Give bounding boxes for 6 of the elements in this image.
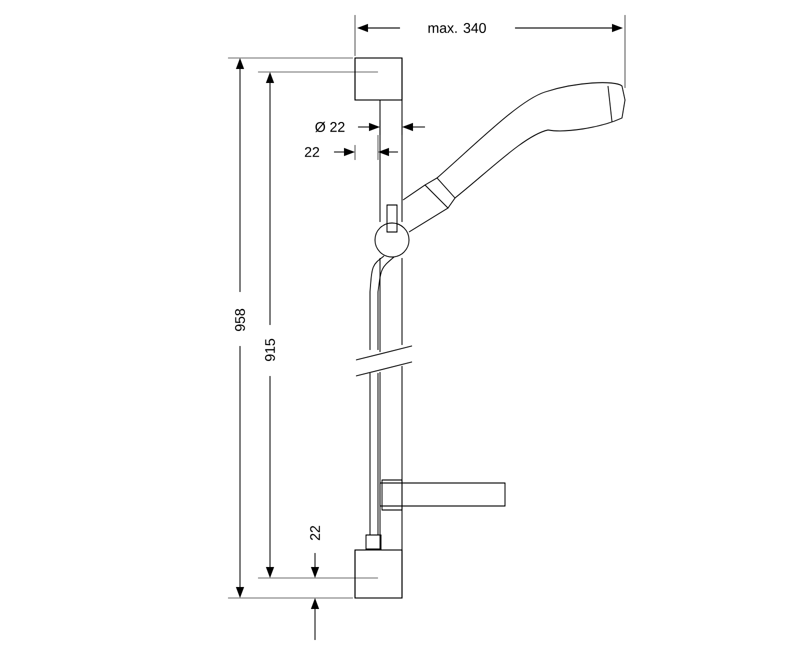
dimension-label: 22 <box>304 147 320 157</box>
dimension-label: 915 <box>265 338 275 362</box>
dimension-label: 958 <box>235 308 245 332</box>
dimension-label: max. 340 <box>428 23 486 33</box>
dimension-label: 22 <box>310 526 320 540</box>
dimension-label: Ø 22 <box>315 122 344 132</box>
